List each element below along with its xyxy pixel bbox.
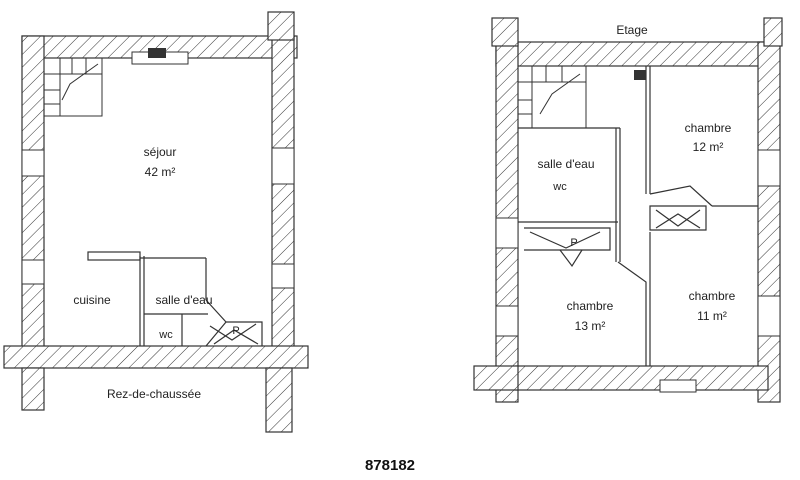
- chimney-icon: [634, 70, 646, 80]
- upper-floor-plan: Etage chambre 12 m² salle d'eau wc P cha…: [473, 17, 783, 403]
- ground-floor-plan: séjour 42 m² cuisine salle d'eau wc P Re…: [3, 11, 309, 433]
- ground-placard-label: P: [232, 325, 239, 337]
- cuisine-name: cuisine: [73, 293, 111, 307]
- chambre-2-area: 11 m²: [697, 309, 727, 323]
- upper-wc-label: wc: [552, 181, 567, 193]
- chambre-1-area: 12 m²: [693, 140, 724, 154]
- ground-salle-eau-name: salle d'eau: [156, 293, 213, 307]
- chambre-3-name: chambre: [567, 299, 614, 313]
- upper-placard-label: P: [570, 237, 577, 249]
- chambre-3-area: 13 m²: [575, 319, 606, 333]
- chambre-2-name: chambre: [689, 289, 736, 303]
- upper-floor-walls: [473, 17, 783, 403]
- sejour-name: séjour: [144, 145, 177, 159]
- staircase-icon: [43, 57, 103, 117]
- upper-staircase-icon: [517, 65, 587, 129]
- chambre-1-name: chambre: [685, 121, 732, 135]
- upper-floor-title: Etage: [616, 23, 648, 37]
- ground-floor-title: Rez-de-chaussée: [107, 387, 201, 401]
- reference-number: 878182: [365, 457, 415, 474]
- upper-salle-eau-name: salle d'eau: [538, 157, 595, 171]
- ground-wc-label: wc: [158, 329, 173, 341]
- ground-floor-walls: [3, 11, 309, 433]
- fireplace-icon: [148, 48, 166, 58]
- sejour-area: 42 m²: [145, 165, 176, 179]
